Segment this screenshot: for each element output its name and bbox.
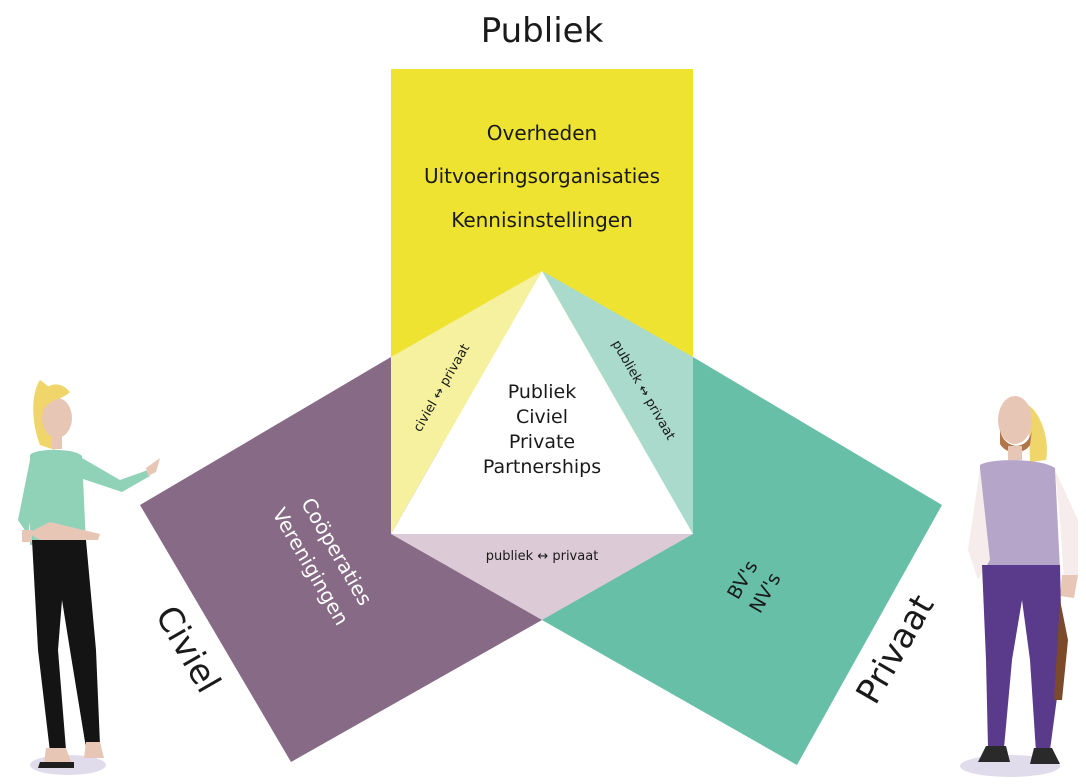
- publiek-privaat-overlap-bottom: [391, 534, 693, 620]
- publiek-heading: Publiek: [481, 11, 604, 51]
- man-figure: [960, 396, 1078, 777]
- center-line-3: Private: [509, 431, 575, 453]
- center-line-4: Partnerships: [483, 456, 601, 478]
- publiek-line-1: Overheden: [487, 121, 597, 145]
- publiek-line-3: Kennisinstellingen: [451, 208, 633, 232]
- center-line-1: Publiek: [508, 381, 576, 403]
- center-line-2: Civiel: [516, 406, 568, 428]
- woman-figure: [18, 380, 160, 775]
- center-triangle: [391, 271, 693, 534]
- overlap-bottom-label: publiek ↔ privaat: [486, 549, 599, 564]
- publiek-line-2: Uitvoeringsorganisaties: [424, 164, 660, 188]
